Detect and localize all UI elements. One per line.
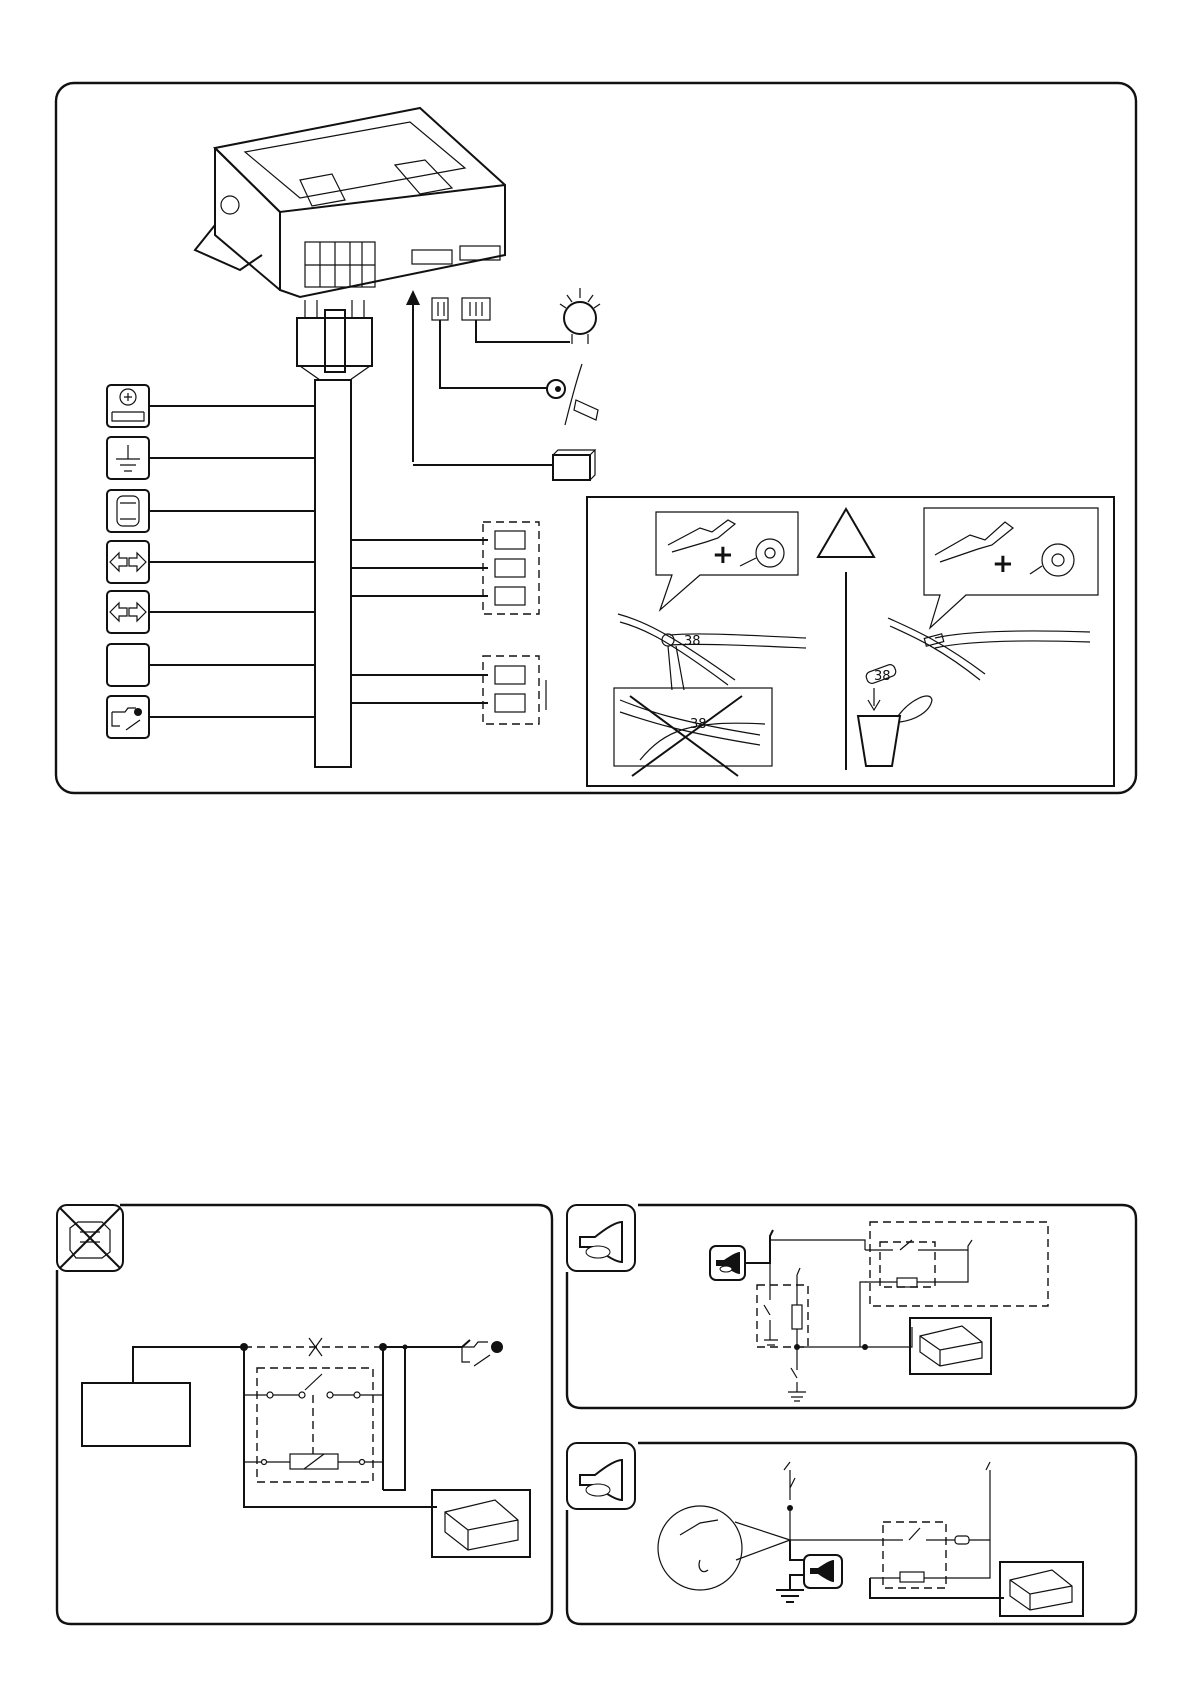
plus-sign-right: + [992,549,1014,579]
top-panel [56,83,1136,793]
wire-number-38-cup: 38 [874,669,891,684]
wire-number-38: 38 [684,634,701,649]
horn-panel-1 [567,1205,1136,1408]
plus-sign-left: + [712,540,734,570]
engine-immobilizer-panel [57,1205,552,1624]
horn-panel-2 [567,1443,1136,1624]
